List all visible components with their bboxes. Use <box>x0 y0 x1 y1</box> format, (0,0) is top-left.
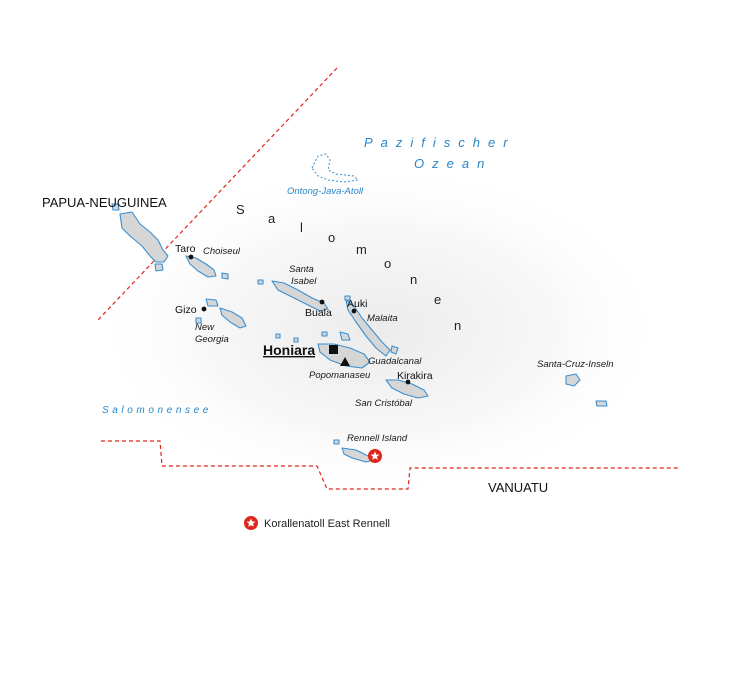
capital-label-honiara: Honiara <box>263 342 315 358</box>
santa-isabel-island <box>271 280 329 312</box>
island-label-santa-cruz: Santa-Cruz-Inseln <box>537 359 614 370</box>
small-island <box>154 263 164 272</box>
small-island <box>221 272 229 280</box>
island-label-new-georgia-2: Georgia <box>195 334 229 345</box>
choiseul-island <box>185 255 217 278</box>
letter: S <box>236 202 245 217</box>
country-label-solomonen: S a l o m o n e n <box>236 202 461 333</box>
legend-label-heritage: Korallenatoll East Rennell <box>264 518 390 530</box>
place-dot-kirakira <box>405 379 411 385</box>
sea-label-solomon-sea: Salomonensee <box>102 405 212 416</box>
rennell-island <box>341 447 375 463</box>
sea-label-pacific: Pazifischer <box>364 135 516 150</box>
border-papua-solomon <box>97 67 338 321</box>
place-label-buala: Buala <box>305 307 332 319</box>
sea-haze <box>90 160 670 500</box>
small-island <box>195 317 202 324</box>
bougainville-island <box>119 211 169 263</box>
island-label-malaita: Malaita <box>367 313 398 324</box>
mountain-peak-icon <box>340 357 350 366</box>
santa-cruz-island <box>565 373 581 387</box>
capital-square-icon <box>329 345 338 354</box>
small-island <box>344 295 351 301</box>
letter: l <box>300 220 303 235</box>
letter: n <box>454 318 461 333</box>
place-dot-buala <box>319 299 325 305</box>
place-label-auki: Auki <box>347 298 367 310</box>
place-dot-taro <box>188 254 194 260</box>
san-cristobal-island <box>385 379 429 399</box>
heritage-star-icon <box>368 449 382 463</box>
legend: Korallenatoll East Rennell <box>244 516 390 530</box>
place-dot-gizo <box>201 306 207 312</box>
letter: a <box>268 211 276 226</box>
island-label-santa-isabel-2: Isabel <box>291 276 317 287</box>
small-island <box>275 333 281 339</box>
island-label-new-georgia: New <box>195 322 215 333</box>
sea-label-pacific-2: Ozean <box>414 156 492 171</box>
island-label-guadalcanal: Guadalcanal <box>368 356 422 367</box>
letter: n <box>410 272 417 287</box>
island-label-san-cristobal: San Cristóbal <box>355 398 413 409</box>
letter: m <box>356 242 367 257</box>
legend-heritage-star-icon <box>244 516 258 530</box>
small-island <box>257 279 264 285</box>
island-label-santa-isabel: Santa <box>289 264 314 275</box>
island-label-rennell: Rennell Island <box>347 433 408 444</box>
peak-label: Popomanaseu <box>309 370 371 381</box>
bellona-island <box>333 439 340 445</box>
small-island <box>293 337 299 343</box>
country-label-papua: PAPUA-NEUGUINEA <box>42 195 167 210</box>
small-island <box>321 331 328 337</box>
country-label-vanuatu: VANUATU <box>488 480 548 495</box>
santa-cruz-island <box>595 400 608 407</box>
place-dot-auki <box>351 308 357 314</box>
buka-island <box>111 203 120 211</box>
place-label-gizo: Gizo <box>175 304 197 316</box>
vella-lavella-island <box>205 298 219 307</box>
island-label-choiseul: Choiseul <box>203 246 241 257</box>
letter: o <box>328 230 335 245</box>
central-islands <box>339 331 351 341</box>
small-island <box>390 345 399 355</box>
ontong-java-atoll <box>311 153 360 183</box>
new-georgia-island <box>219 307 247 329</box>
malaita-island <box>345 299 391 357</box>
border-solomon-vanuatu <box>101 440 678 490</box>
letter: e <box>434 292 441 307</box>
letter: o <box>384 256 391 271</box>
atoll-label: Ontong-Java-Atoll <box>287 186 364 197</box>
place-label-taro: Taro <box>175 243 196 255</box>
place-label-kirakira: Kirakira <box>397 370 433 382</box>
